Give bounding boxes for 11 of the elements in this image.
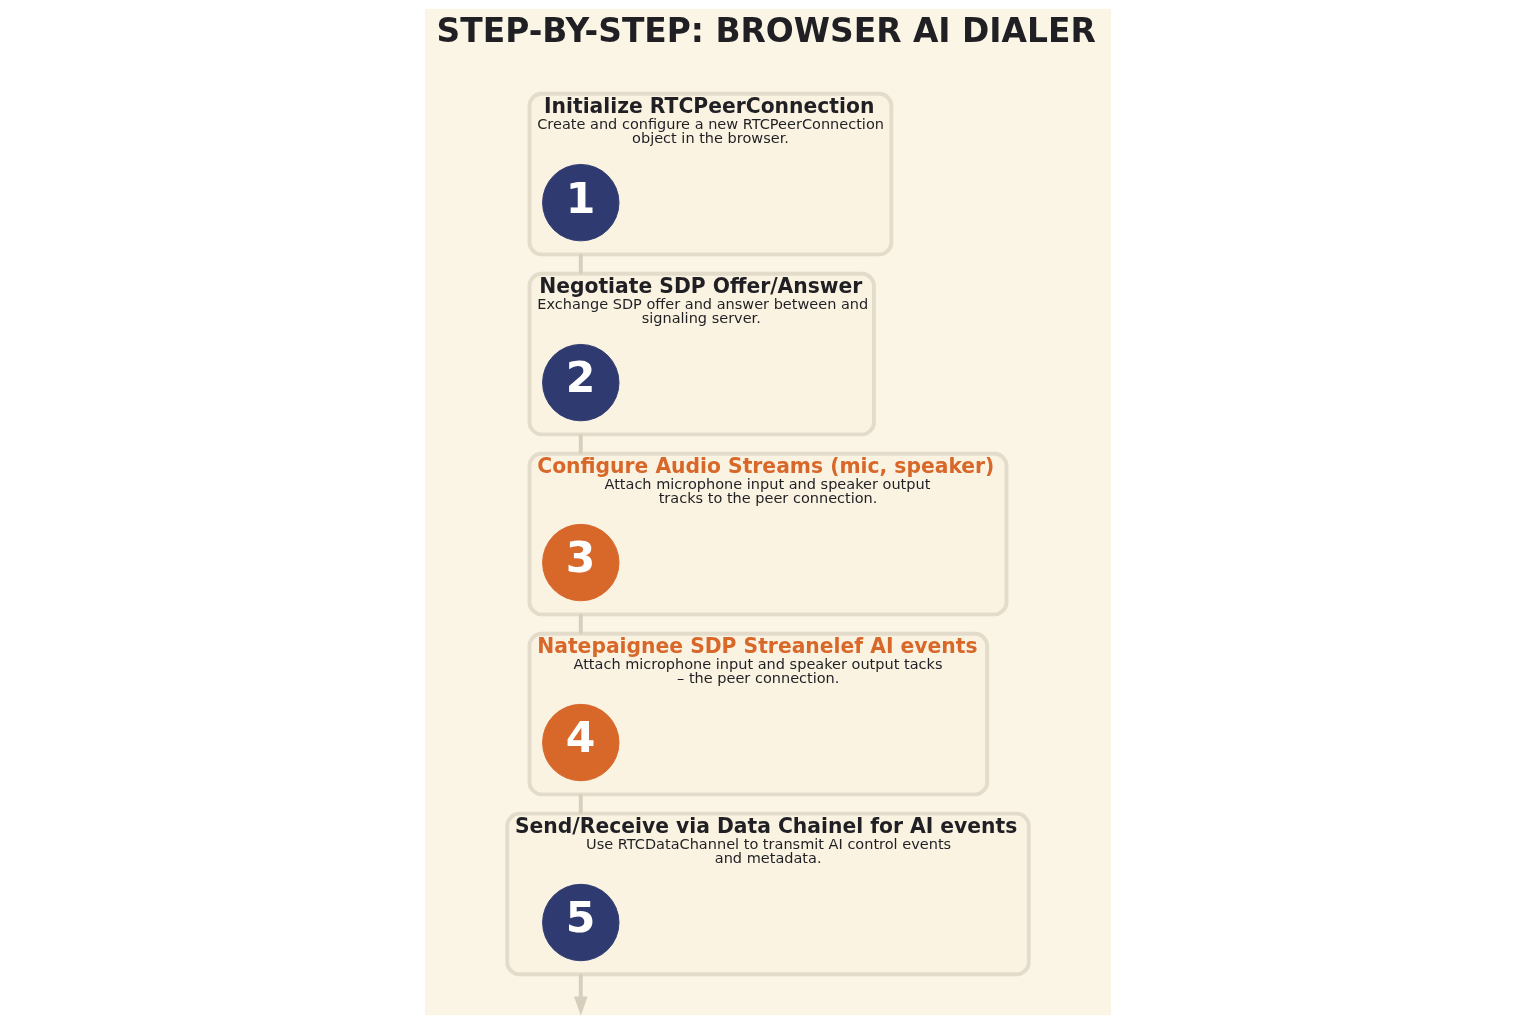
node-circle: 4 xyxy=(542,703,620,782)
connector xyxy=(578,254,583,274)
node-circle: 2 xyxy=(542,343,620,422)
node-circle: 1 xyxy=(542,163,620,242)
connector xyxy=(578,434,583,454)
node-circle: 5 xyxy=(542,883,620,962)
node-circle: 3 xyxy=(542,523,620,602)
connector xyxy=(578,794,583,814)
arrow xyxy=(574,974,588,1016)
connector xyxy=(578,614,583,634)
diagram-title: STEP-BY-STEP: BROWSER AI DIALER xyxy=(436,10,1096,50)
